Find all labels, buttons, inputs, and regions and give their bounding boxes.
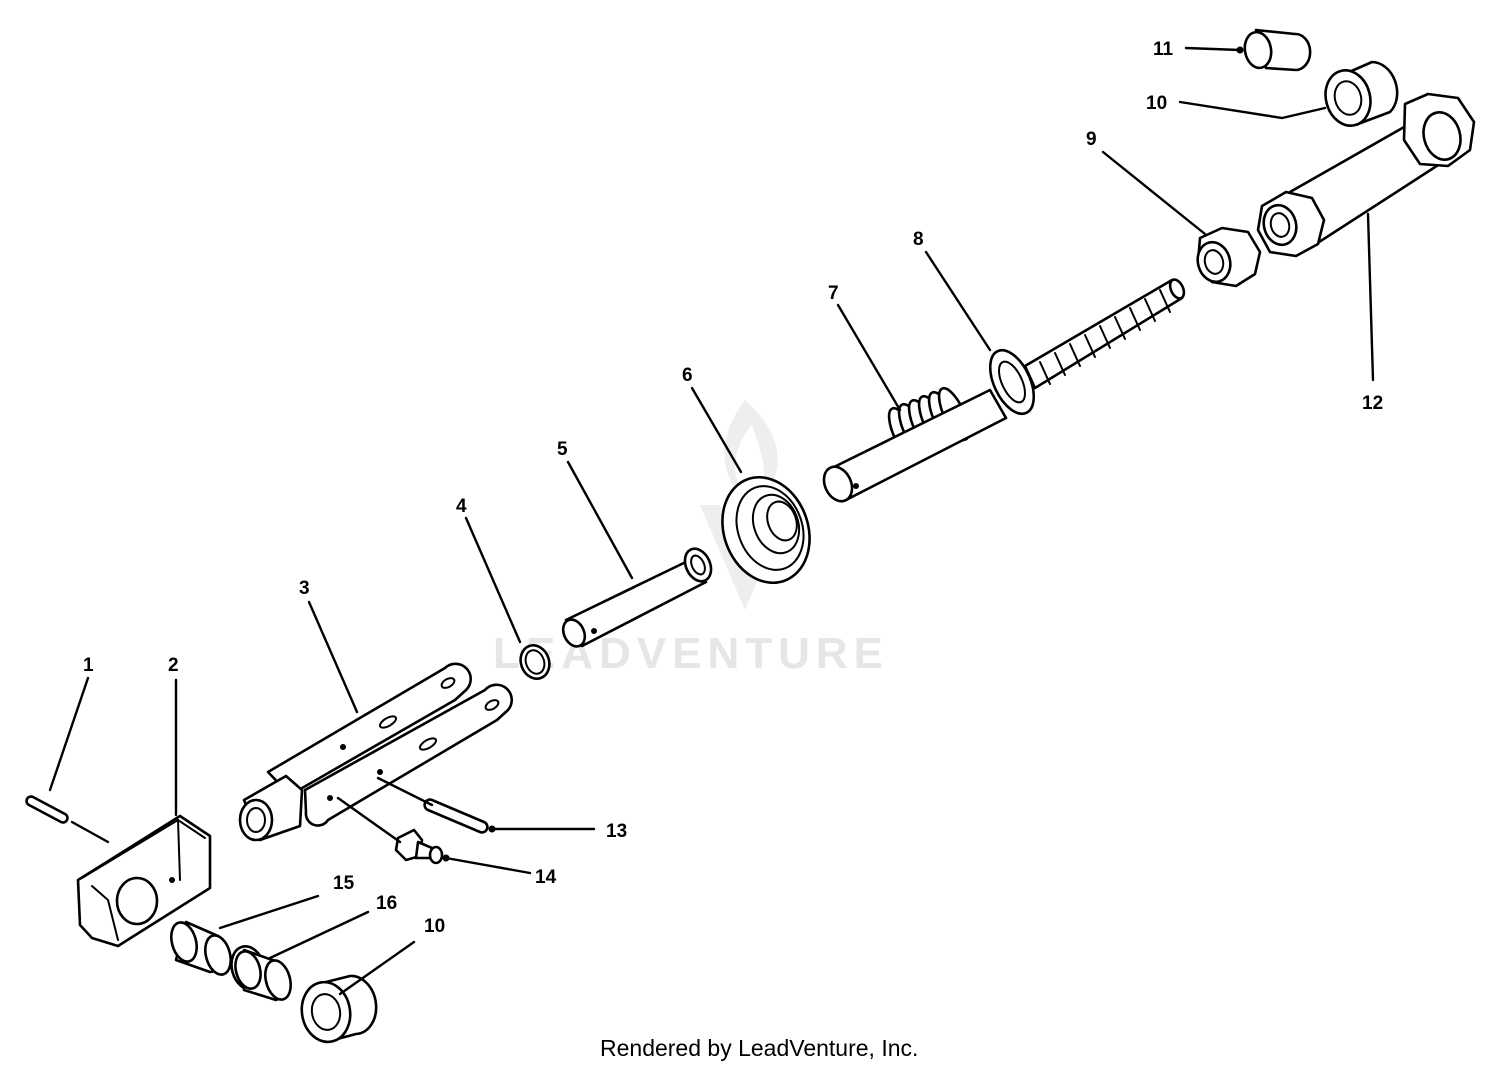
part-10-spacer-bottom xyxy=(300,974,378,1044)
callout-13: 13 xyxy=(606,821,627,842)
part-8-threaded-rod xyxy=(822,278,1186,503)
part-5-clevis-pin xyxy=(561,547,713,648)
part-1-roll-pin xyxy=(25,795,69,824)
watermark-text: LEADVENTURE xyxy=(493,629,889,678)
callout-14: 14 xyxy=(535,867,557,888)
callout-5: 5 xyxy=(557,439,568,460)
leader-10-bottom xyxy=(338,940,416,996)
part-15-bushing xyxy=(170,920,232,976)
leader-5 xyxy=(566,460,634,580)
callout-16: 16 xyxy=(376,893,397,914)
footer-credit: Rendered by LeadVenture, Inc. xyxy=(600,1035,918,1061)
callout-15: 15 xyxy=(333,873,355,894)
leader-13b xyxy=(376,776,434,807)
leader-4 xyxy=(464,516,522,644)
part-3-yoke-arm xyxy=(238,662,513,842)
callout-2: 2 xyxy=(168,655,179,676)
callout-8: 8 xyxy=(913,229,924,250)
part-6-cup-washer xyxy=(721,475,811,585)
callout-6: 6 xyxy=(682,365,693,386)
leader-11 xyxy=(1184,46,1242,52)
leader-3 xyxy=(307,600,359,714)
part-4-retaining-ring xyxy=(519,644,551,680)
leader-16 xyxy=(268,910,370,960)
part-9-hex-nut xyxy=(1196,226,1262,288)
leader-15 xyxy=(218,894,320,930)
callout-labels: 1 2 3 4 5 6 7 8 9 10 11 12 13 14 15 16 1… xyxy=(83,39,1383,937)
part-10-spacer-top xyxy=(1324,60,1399,127)
part-13-pin xyxy=(423,798,489,834)
callout-3: 3 xyxy=(299,578,310,599)
leader-12 xyxy=(1366,212,1375,382)
leader-6 xyxy=(690,386,743,474)
callout-11: 11 xyxy=(1153,39,1174,60)
part-2-block xyxy=(76,814,212,948)
callout-4: 4 xyxy=(456,496,467,517)
part-12-turnbuckle xyxy=(1256,92,1476,258)
leader-10-top xyxy=(1178,100,1327,120)
leader-1 xyxy=(48,676,90,792)
leader-14 xyxy=(444,856,532,875)
callout-7: 7 xyxy=(828,283,839,304)
callout-10-top: 10 xyxy=(1146,93,1167,114)
part-14-grease-fitting xyxy=(394,828,444,865)
callout-12: 12 xyxy=(1362,393,1383,414)
leader-8 xyxy=(924,250,992,352)
part-16-flanged-bushing xyxy=(230,945,292,1002)
leader-14b xyxy=(336,796,402,844)
watermark: LEADVENTURE xyxy=(493,400,889,678)
callout-10-bottom: 10 xyxy=(424,916,445,937)
callout-1: 1 xyxy=(83,655,94,676)
leader-lines xyxy=(48,46,1375,996)
callout-9: 9 xyxy=(1086,129,1097,150)
part-11-bushing xyxy=(1243,28,1312,72)
leader-1b xyxy=(70,820,110,844)
leader-7 xyxy=(836,303,902,412)
leader-9 xyxy=(1101,150,1207,236)
